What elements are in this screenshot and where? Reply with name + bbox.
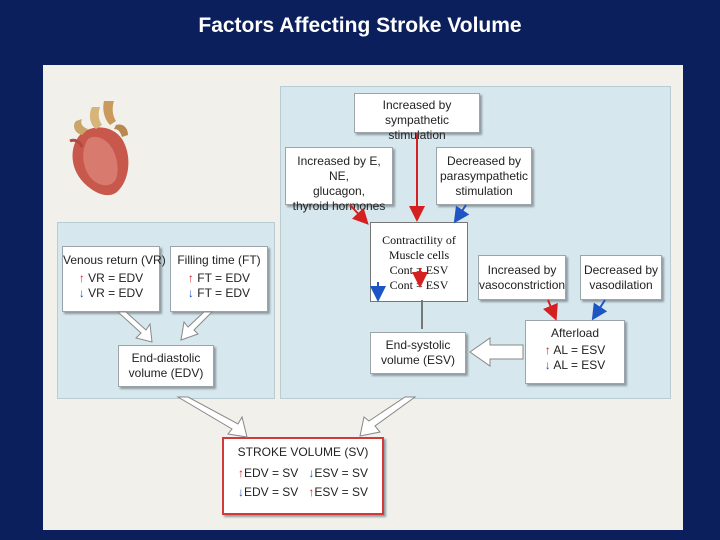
up-arrow-icon: ↑: [308, 485, 315, 499]
edv-line-2: volume (EDV): [128, 366, 204, 380]
sv-row-4: ESV = SV: [314, 485, 369, 499]
vasoconstriction-to-afterload-arrow: [543, 299, 558, 321]
filling-time-row-1: FT = EDV: [197, 271, 251, 285]
vasodilation-box: Decreased by vasodilation: [580, 255, 662, 300]
afterload-box: Afterload ↑ AL = ESV ↓ AL = ESV: [525, 320, 625, 384]
parasympathetic-line-3: stimulation: [455, 184, 513, 198]
venous-to-edv-arrow: [116, 311, 153, 343]
parasympathetic-box: Decreased by parasympathetic stimulation: [436, 147, 532, 205]
filling-time-row-2: FT = EDV: [197, 286, 251, 300]
esv-line-2: volume (ESV): [380, 353, 456, 367]
contractility-line-2: Muscle cells: [388, 248, 450, 262]
parasympathetic-to-contractility-arrow: [453, 204, 470, 224]
vasoconstriction-line-2: vasoconstriction: [479, 278, 566, 292]
venous-return-row-1: VR = EDV: [88, 271, 144, 285]
esv-box: End-systolic volume (ESV): [370, 332, 466, 374]
parasympathetic-line-2: parasympathetic: [439, 169, 529, 183]
stroke-volume-box: STROKE VOLUME (SV) ↑EDV = SV ↓ESV = SV ↓…: [222, 437, 384, 515]
edv-line-1: End-diastolic: [131, 351, 201, 365]
esv-to-sv-arrow: [359, 396, 417, 437]
filling-time-title: Filling time (FT): [177, 253, 261, 267]
heart-illustration-icon: [69, 101, 129, 196]
esv-line-1: End-systolic: [385, 338, 451, 352]
up-arrow-icon: ↑: [187, 271, 194, 285]
afterload-row-1: AL = ESV: [553, 343, 606, 357]
afterload-row-2: AL = ESV: [553, 358, 606, 372]
afterload-to-esv-arrow: [469, 337, 524, 367]
vasodilation-to-afterload-arrow: [591, 299, 608, 321]
hormones-line-1: Increased by E, NE,: [297, 154, 381, 183]
sv-row-2: ESV = SV: [314, 466, 369, 480]
down-arrow-icon: ↓: [544, 358, 551, 372]
hormones-line-2: glucagon,: [312, 184, 366, 198]
up-arrow-icon: ↑: [78, 271, 85, 285]
hormones-box: Increased by E, NE, glucagon, thyroid ho…: [285, 147, 393, 213]
vasoconstriction-line-1: Increased by: [487, 263, 557, 277]
filling-time-box: Filling time (FT) ↑ FT = EDV ↓ FT = EDV: [170, 246, 268, 312]
down-arrow-icon: ↓: [237, 485, 244, 499]
venous-return-row-2: VR = EDV: [88, 286, 144, 300]
sv-row-3: EDV = SV: [243, 485, 299, 499]
edv-to-sv-arrow: [176, 396, 248, 438]
vasodilation-line-2: vasodilation: [589, 278, 653, 292]
contractility-line-1: Contractility of: [382, 233, 456, 247]
down-arrow-icon: ↓: [308, 466, 315, 480]
afterload-title: Afterload: [550, 326, 600, 340]
page-title: Factors Affecting Stroke Volume: [198, 14, 522, 37]
down-arrow-icon: ↓: [78, 286, 85, 300]
venous-return-title: Venous return (VR): [63, 253, 166, 267]
contractility-box: Contractility of Muscle cells Cont = ESV…: [370, 222, 468, 302]
sympathetic-box: Increased by sympathetic stimulation: [354, 93, 480, 142]
stroke-volume-title: STROKE VOLUME (SV): [237, 445, 369, 459]
sympathetic-line-1: Increased by: [382, 98, 452, 112]
hormones-to-contractility-arrow: [349, 204, 369, 225]
up-arrow-icon: ↑: [237, 466, 244, 480]
vasodilation-line-1: Decreased by: [583, 263, 659, 277]
up-arrow-icon: ↑: [544, 343, 551, 357]
down-arrow-icon: ↓: [187, 286, 194, 300]
vasoconstriction-box: Increased by vasoconstriction: [478, 255, 566, 300]
sv-row-1: EDV = SV: [243, 466, 299, 480]
edv-box: End-diastolic volume (EDV): [118, 345, 214, 387]
parasympathetic-line-1: Decreased by: [446, 154, 522, 168]
venous-return-box: Venous return (VR) ↑ VR = EDV ↓ VR = EDV: [62, 246, 166, 312]
filling-to-edv-arrow: [180, 311, 214, 341]
